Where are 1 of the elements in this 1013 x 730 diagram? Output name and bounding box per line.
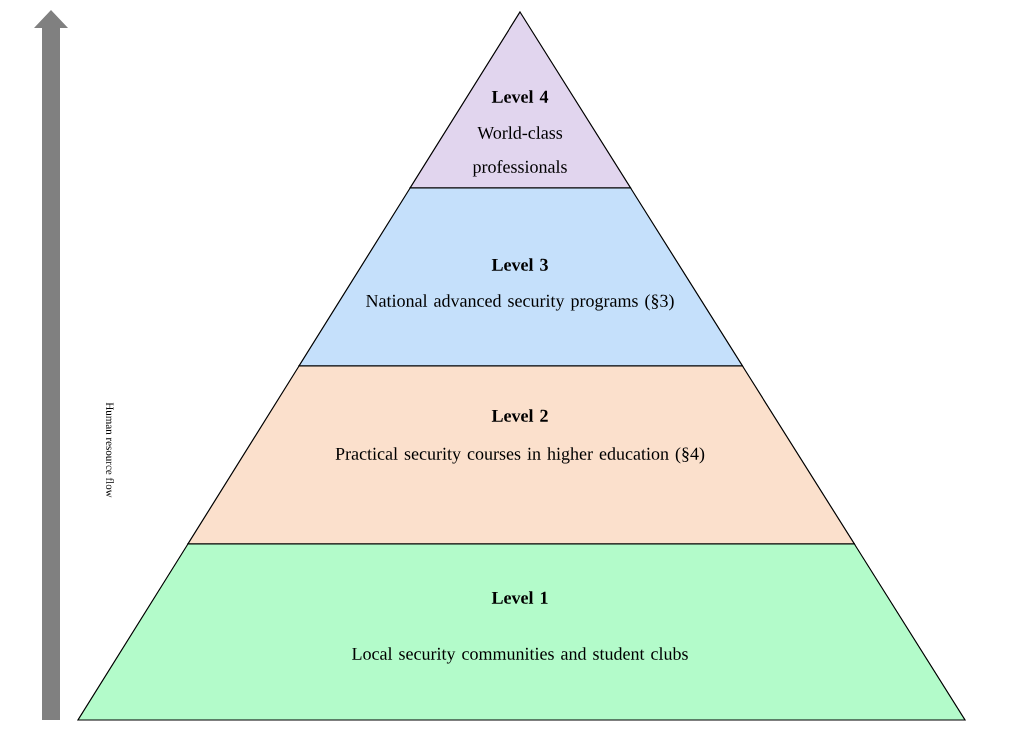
axis-label: Human resource flow (106, 402, 114, 498)
